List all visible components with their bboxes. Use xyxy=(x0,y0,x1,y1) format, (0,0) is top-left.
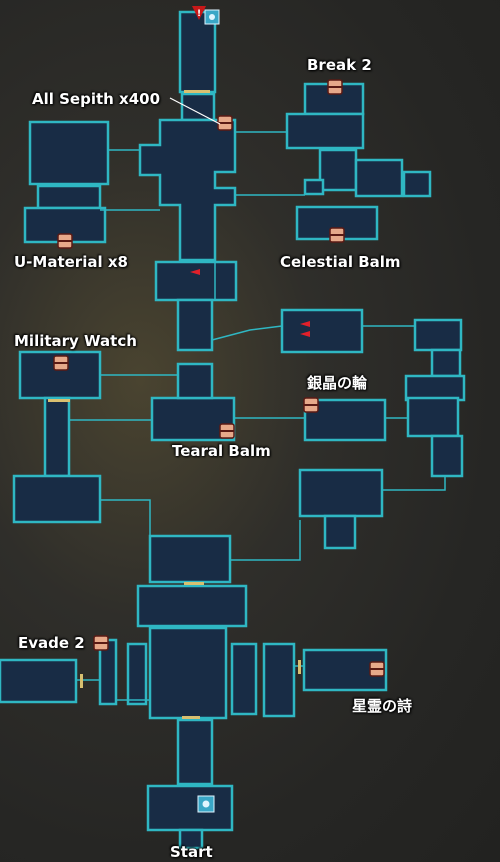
room-top-right-main xyxy=(285,112,365,150)
room-center-link xyxy=(176,362,214,400)
room-right-junction xyxy=(318,148,358,192)
label-celestial-balm: Celestial Balm xyxy=(280,253,401,271)
label-evade-2: Evade 2 xyxy=(18,634,85,652)
room-far-right-top xyxy=(413,318,463,352)
svg-text:!: ! xyxy=(197,9,201,19)
direction-arrow-icon xyxy=(300,331,310,337)
room-far-right-block xyxy=(406,396,460,438)
room-bottom-right-1 xyxy=(230,642,258,716)
treasure-chest-icon xyxy=(219,423,235,439)
room-center-column xyxy=(176,298,214,352)
room-bottom-center xyxy=(148,626,228,720)
room-bottom-left-2 xyxy=(126,642,148,706)
label-u-material: U-Material x8 xyxy=(14,253,128,271)
label-all-sepith: All Sepith x400 xyxy=(32,90,161,108)
teleport-crystal-icon xyxy=(204,9,220,25)
door-1 xyxy=(184,90,210,93)
corridor-14 xyxy=(382,476,446,491)
exit-warning-icon: ! xyxy=(192,6,206,20)
treasure-chest-icon xyxy=(327,79,343,95)
room-top-left xyxy=(28,120,110,186)
corridor-13 xyxy=(230,520,301,561)
treasure-chest-icon xyxy=(329,227,345,243)
room-right-lower-link xyxy=(323,514,357,550)
label-break-2: Break 2 xyxy=(307,56,372,74)
room-right-lower xyxy=(298,468,384,518)
room-far-right-mid xyxy=(404,374,466,402)
room-far-right-low xyxy=(430,434,464,478)
room-left-column xyxy=(43,396,71,478)
room-top-hub xyxy=(138,118,237,262)
room-right-bar xyxy=(402,170,432,198)
treasure-chest-icon xyxy=(93,635,109,651)
room-left-lower xyxy=(12,474,102,524)
door-5 xyxy=(80,674,83,688)
room-right-stub xyxy=(354,158,404,198)
room-evade-left xyxy=(0,658,78,704)
direction-arrow-icon xyxy=(190,269,200,275)
label-tearal-balm: Tearal Balm xyxy=(172,442,271,460)
room-far-right-col xyxy=(430,348,462,378)
label-start: Start xyxy=(170,843,213,861)
door-2 xyxy=(48,399,70,402)
label-pointer-line xyxy=(169,97,221,125)
label-star-spirit-poem: 星霊の詩 xyxy=(352,697,413,715)
room-lower-wide xyxy=(148,534,232,584)
room-center-upper xyxy=(154,260,238,302)
treasure-chest-icon xyxy=(303,397,319,413)
room-arrow xyxy=(280,308,364,354)
teleport-crystal-icon xyxy=(197,795,215,813)
treasure-chest-icon xyxy=(217,115,233,131)
room-break-2 xyxy=(303,82,365,116)
room-start xyxy=(146,784,234,832)
treasure-chest-icon xyxy=(369,661,385,677)
corridor-6 xyxy=(211,325,283,341)
room-start-exit xyxy=(178,828,204,850)
room-lower-wide-2 xyxy=(136,584,248,628)
door-6 xyxy=(298,660,301,674)
label-military-watch: Military Watch xyxy=(14,332,137,350)
direction-arrow-icon xyxy=(300,321,310,327)
treasure-chest-icon xyxy=(53,355,69,371)
room-bottom-corridor xyxy=(176,718,214,786)
room-right-small xyxy=(303,178,325,196)
corridor-12 xyxy=(100,499,151,536)
label-silver-crystal-ring: 銀晶の輪 xyxy=(307,374,368,392)
treasure-chests xyxy=(53,79,385,677)
treasure-chest-icon xyxy=(57,233,73,249)
room-bottom-right-2 xyxy=(262,642,296,718)
door-3 xyxy=(184,582,204,585)
door-4 xyxy=(182,716,200,719)
room-left-mid xyxy=(36,184,102,210)
